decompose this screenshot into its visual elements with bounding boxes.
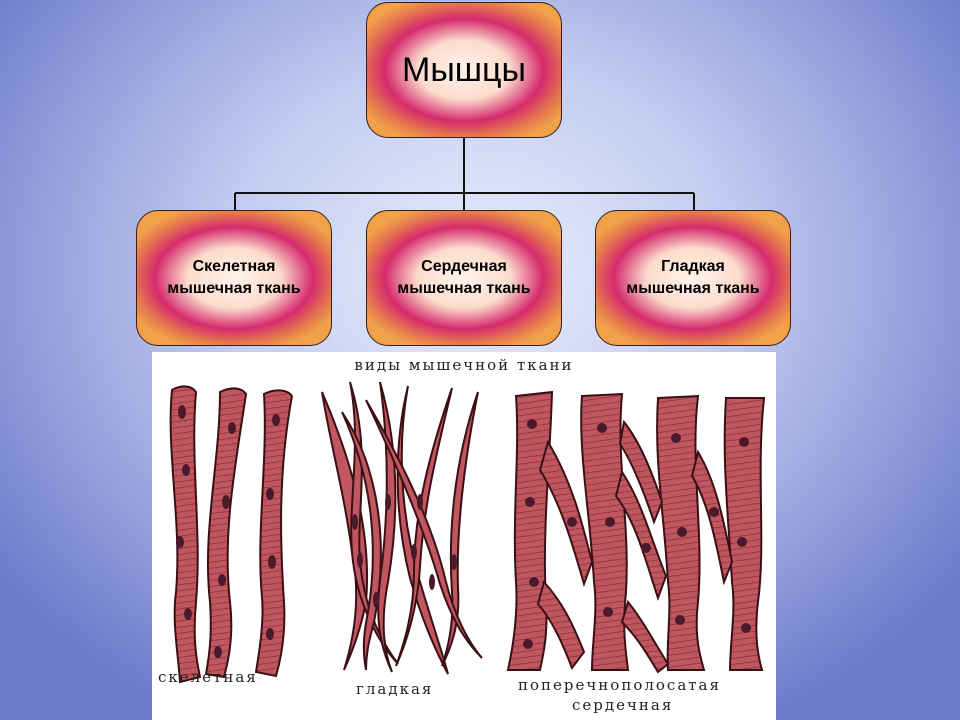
muscle-tissue-illustration: виды мышечной ткани скелетная гладкая по… [152, 352, 776, 720]
label-cardiac-line2: сердечная [572, 696, 674, 714]
root-node-muscles: Мышцы [366, 2, 562, 138]
skeletal-nuclei [176, 405, 280, 658]
cardiac-fibers [506, 390, 766, 674]
illustration-title: виды мышечной ткани [354, 356, 574, 374]
skeletal-fiber-3 [254, 389, 294, 678]
label-smooth: гладкая [356, 680, 434, 698]
muscle-tissue-drawing [169, 381, 766, 684]
node-skeletal-muscle-tissue: Скелетная мышечная ткань [136, 210, 332, 346]
skeletal-fiber-2 [204, 387, 248, 679]
skeletal-fiber-1 [169, 385, 202, 684]
smooth-nuclei [352, 494, 457, 608]
node-cardiac-label: Сердечная мышечная ткань [397, 258, 531, 297]
node-skeletal-label: Скелетная мышечная ткань [167, 258, 301, 297]
node-smooth-label: Гладкая мышечная ткань [626, 258, 760, 297]
smooth-fibers [321, 381, 483, 675]
cardiac-nuclei [523, 419, 751, 649]
skeletal-fibers [169, 385, 294, 684]
root-node-label: Мышцы [402, 50, 526, 89]
node-cardiac-muscle-tissue: Сердечная мышечная ткань [366, 210, 562, 346]
node-smooth-muscle-tissue: Гладкая мышечная ткань [595, 210, 791, 346]
label-skeletal: скелетная [158, 668, 258, 686]
label-cardiac-line1: поперечнополосатая [518, 676, 721, 694]
